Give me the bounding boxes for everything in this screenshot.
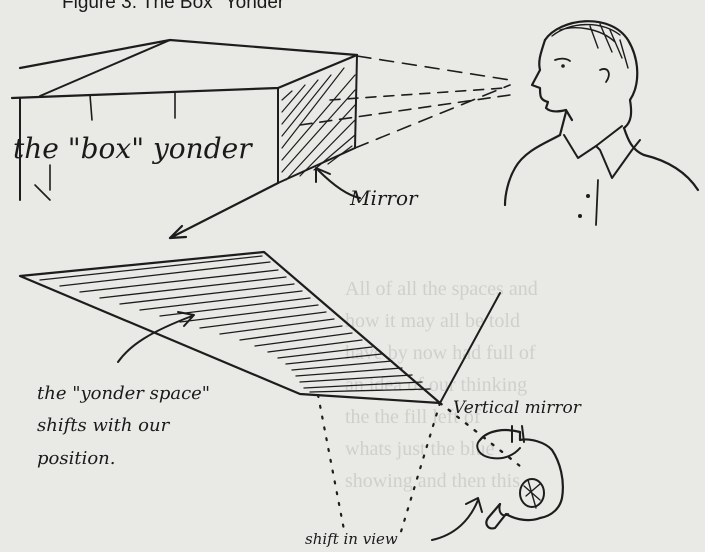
shift-in-view-arrow [432,498,482,540]
viewer-head-drawing [505,21,698,225]
vertical-mirror-label: Vertical mirror [453,398,582,418]
background-text-line: how it may all be told [345,310,520,332]
yonder-space-label-line2: shifts with our [37,415,171,436]
background-text-line: showing and then this [345,470,520,492]
yonder-space-label-line1: the "yonder space" [37,383,210,404]
yonder-space-label-line3: position. [37,448,116,469]
background-text-line: whats just the blue [345,438,495,460]
mirror-hatching [282,68,355,180]
figure-caption: Figure 3. The Box "Yonder" [62,0,291,13]
background-text-line: All of all the spaces and [345,278,538,300]
mirror-label: Mirror [349,186,419,210]
box-label: the "box" yonder [13,132,253,165]
yonder-space-arrow [118,312,194,362]
shift-in-view-label: shift in view [305,530,398,548]
